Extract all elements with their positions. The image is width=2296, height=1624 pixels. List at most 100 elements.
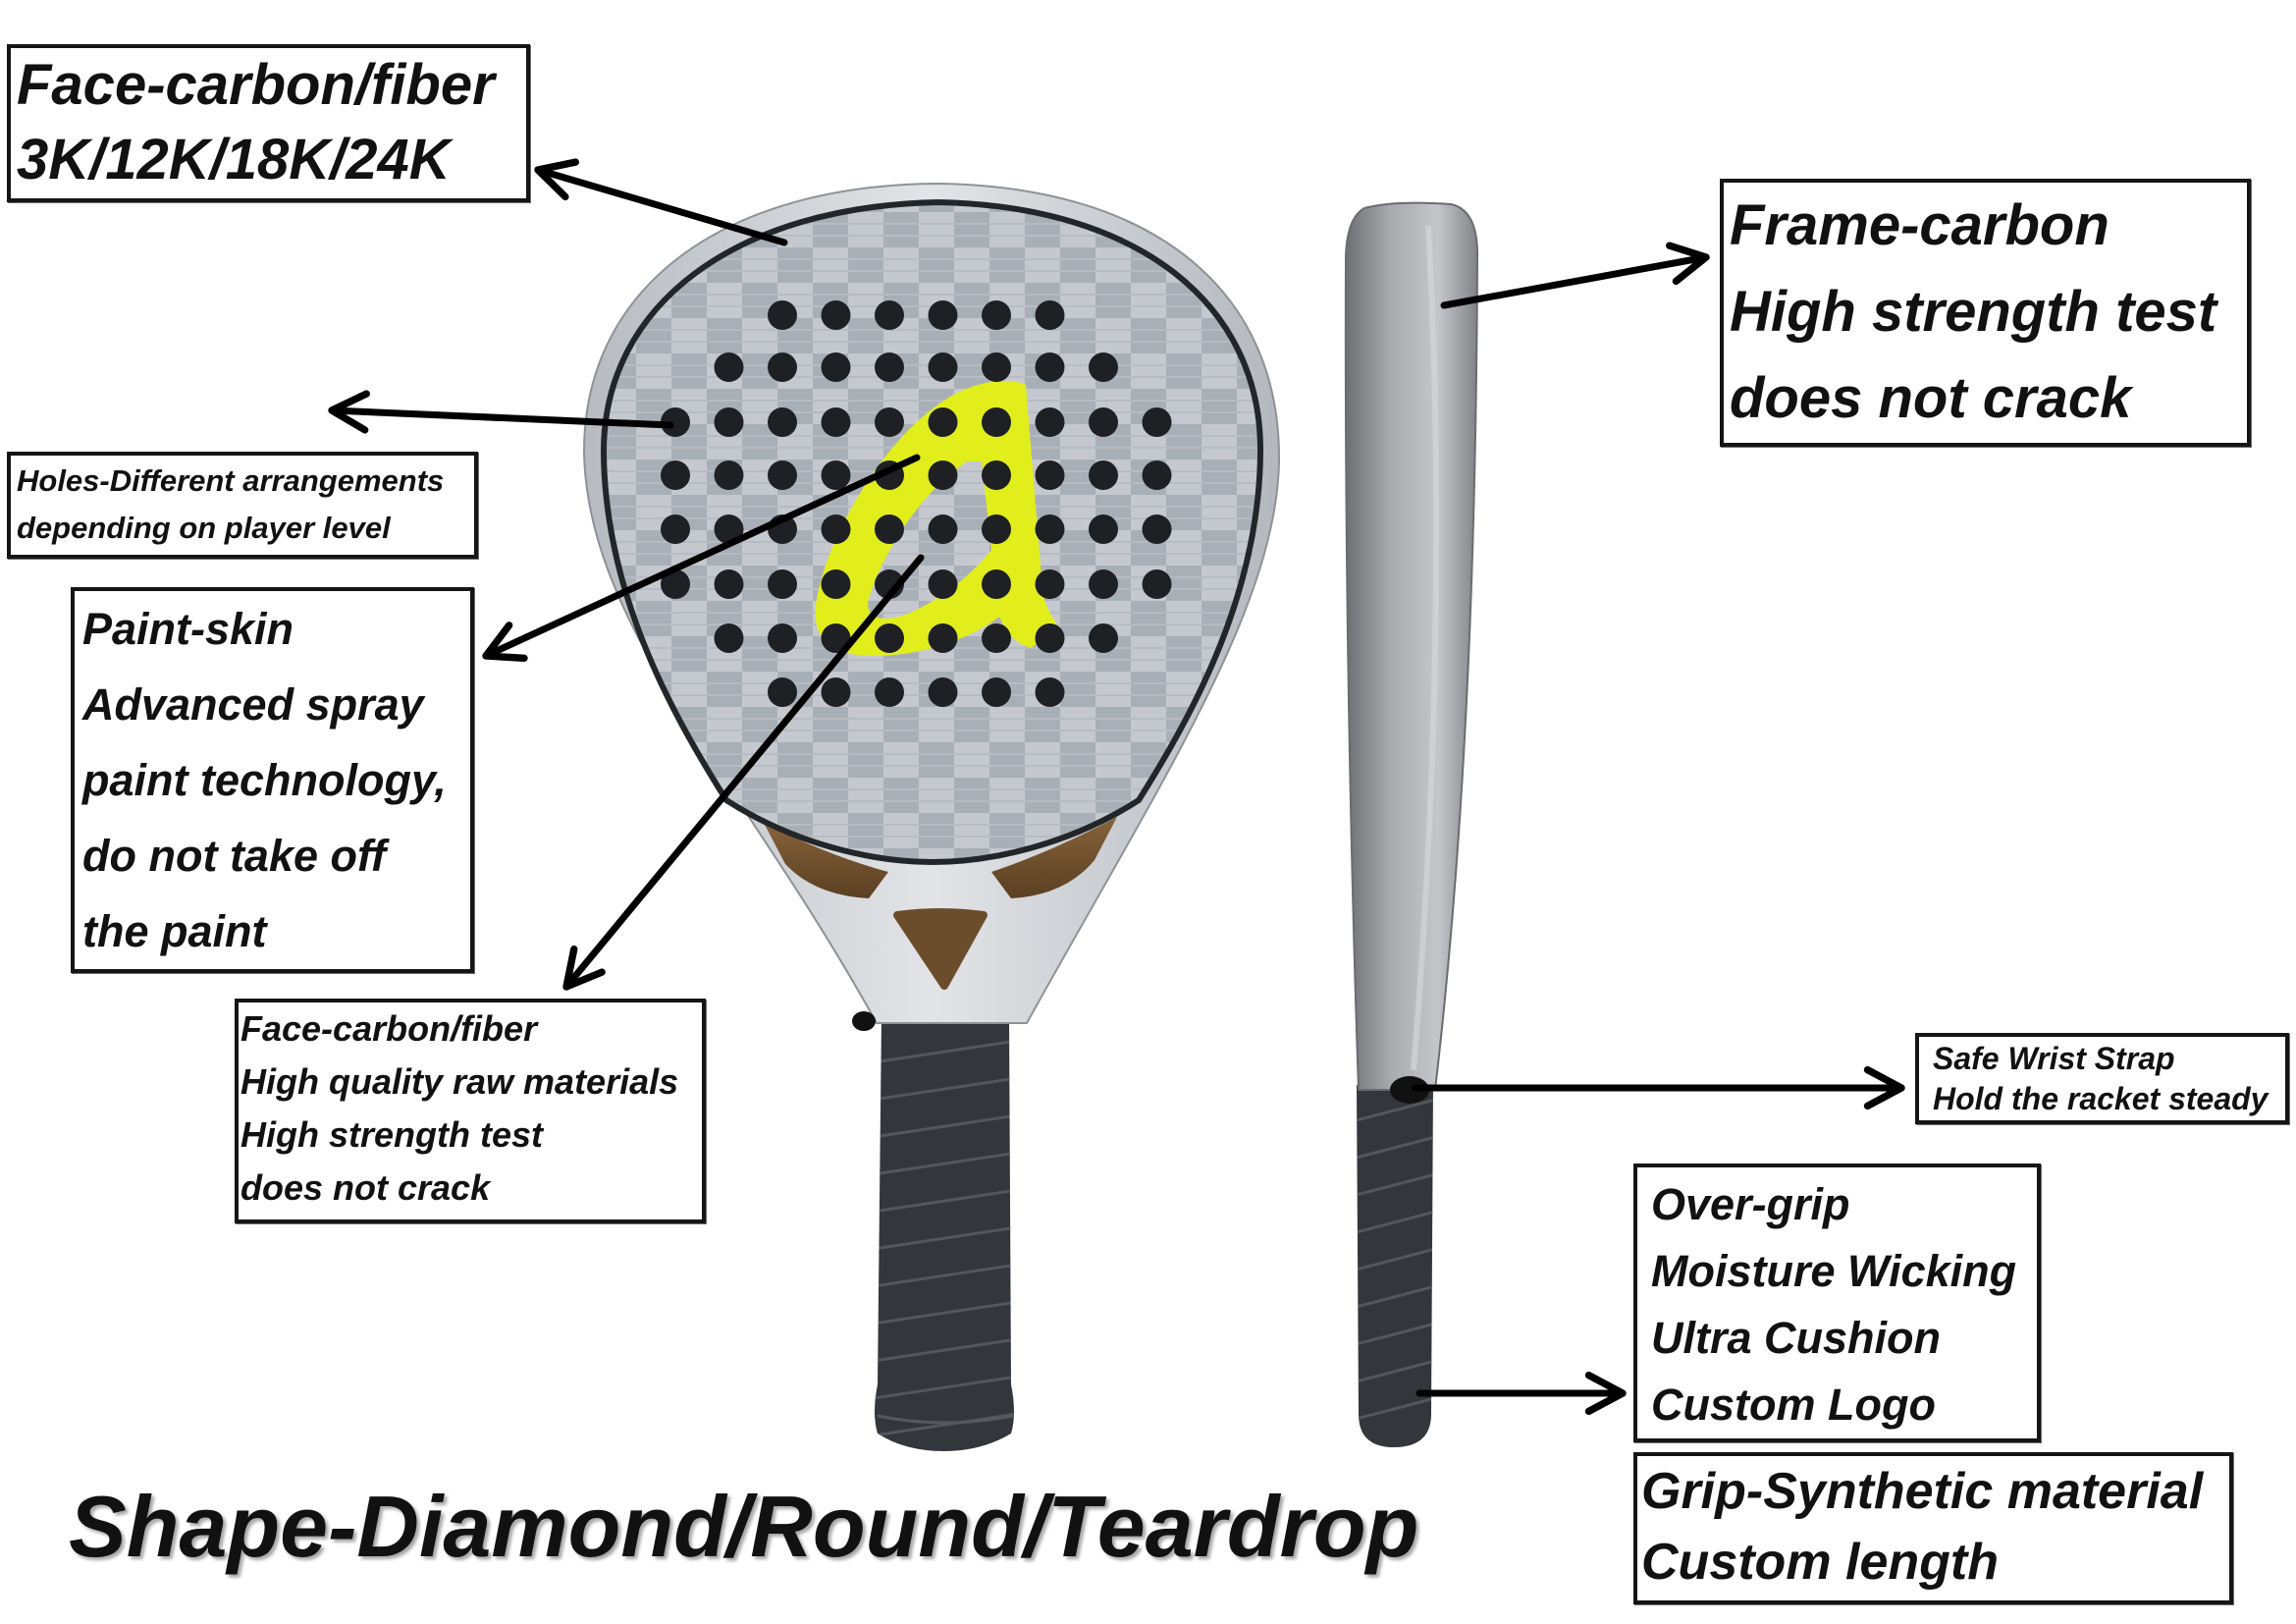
string-hole [661, 514, 690, 544]
string-hole [768, 677, 797, 707]
callout-line: Custom length [1641, 1534, 1999, 1591]
string-hole [982, 460, 1011, 490]
grip-butt-cap [877, 1414, 1014, 1425]
string-hole [1035, 623, 1065, 653]
string-hole [768, 460, 797, 490]
callout-line: does not crack [1730, 366, 2132, 430]
string-hole [714, 407, 744, 437]
racket-side-frame [1344, 201, 1479, 1091]
grip-wrap-line [875, 1151, 1014, 1176]
callout-line: Over-grip [1651, 1179, 1850, 1229]
string-hole [875, 623, 904, 653]
grip-wrap-line [1357, 1284, 1433, 1310]
string-hole [821, 623, 851, 653]
grip-wrap-line [875, 1039, 1014, 1064]
grip-wrap-line [875, 1300, 1014, 1326]
string-hole [928, 677, 958, 707]
string-hole [1089, 407, 1118, 437]
grip-wrap-line [875, 1263, 1014, 1288]
grip-wrap-line [1357, 1396, 1433, 1422]
string-hole [661, 569, 690, 599]
side-wrist-strap-knot [1390, 1076, 1429, 1104]
string-hole [928, 352, 958, 382]
callout-line: Custom Logo [1651, 1380, 1936, 1430]
callout-line: depending on player level [17, 511, 391, 545]
grip-wrap-line [875, 1113, 1014, 1139]
string-hole [821, 460, 851, 490]
string-hole [928, 407, 958, 437]
throat-opening-left [764, 823, 888, 898]
callout-line: Face-carbon/fiber [17, 53, 495, 117]
string-hole [714, 460, 744, 490]
arrow-to-frame [1440, 242, 1710, 309]
racket-handle [875, 1017, 1014, 1451]
string-hole [1035, 300, 1065, 330]
side-grip-wrap [1357, 1098, 1433, 1422]
string-hole [1089, 352, 1118, 382]
string-hole [1035, 677, 1065, 707]
string-hole [982, 407, 1011, 437]
callout-line: High strength test [240, 1114, 544, 1155]
string-holes [661, 300, 1172, 707]
grip-wrap-line [1357, 1359, 1433, 1384]
grip-wrap-line [1357, 1135, 1433, 1161]
string-hole [661, 460, 690, 490]
throat-opening-bottom [893, 908, 988, 990]
grip-wrap-line [875, 1337, 1014, 1363]
shape-caption: Shape-Diamond/Round/Teardrop [69, 1478, 1419, 1575]
string-hole [1142, 407, 1172, 437]
grip-wrap-line [875, 1225, 1014, 1251]
string-hole [982, 677, 1011, 707]
string-hole [928, 623, 958, 653]
string-hole [714, 569, 744, 599]
grip-wrap [875, 1039, 1014, 1437]
grip-wrap-line [875, 1375, 1014, 1400]
arrow-to-paint [482, 454, 921, 662]
grip-wrap-line [875, 1412, 1014, 1437]
callout-face-finish: Face-carbon/fiber 3K/12K/18K/24K [7, 44, 530, 202]
string-hole [1035, 569, 1065, 599]
string-hole [714, 514, 744, 544]
string-hole [1089, 514, 1118, 544]
callout-face-material: Face-carbon/fiber High quality raw mater… [235, 999, 706, 1223]
callout-grip: Grip-Synthetic material Custom length [1633, 1452, 2233, 1604]
string-hole [821, 407, 851, 437]
grip-wrap-line [1357, 1210, 1433, 1235]
string-hole [1089, 623, 1118, 653]
arrow-to-face-material [562, 554, 925, 991]
callout-line: Grip-Synthetic material [1641, 1463, 2204, 1520]
string-hole [821, 514, 851, 544]
string-hole [1142, 460, 1172, 490]
string-hole [982, 300, 1011, 330]
grip-wrap-line [875, 1188, 1014, 1214]
string-hole [821, 569, 851, 599]
callout-line: Face-carbon/fiber [240, 1008, 538, 1049]
string-hole [1035, 407, 1065, 437]
string-hole [928, 569, 958, 599]
string-hole [768, 352, 797, 382]
callout-line: Safe Wrist Strap [1933, 1041, 2175, 1076]
string-hole [821, 352, 851, 382]
callout-line: Paint-skin [82, 604, 294, 654]
string-hole [714, 623, 744, 653]
grip-wrap-line [1357, 1322, 1433, 1347]
string-hole [768, 407, 797, 437]
string-hole [768, 569, 797, 599]
callout-line: do not take off [82, 831, 387, 881]
string-hole [982, 352, 1011, 382]
callout-line: Hold the racket steady [1933, 1081, 2269, 1116]
string-hole [1089, 460, 1118, 490]
string-hole [1089, 569, 1118, 599]
callout-line: Holes-Different arrangements [17, 463, 445, 498]
string-hole [821, 677, 851, 707]
string-hole [1142, 569, 1172, 599]
racket-side [1344, 201, 1479, 1447]
string-hole [928, 514, 958, 544]
string-hole [928, 300, 958, 330]
string-hole [875, 677, 904, 707]
callout-line: the paint [82, 906, 267, 956]
callout-arrows [328, 158, 1905, 1416]
string-hole [661, 407, 690, 437]
callout-line: does not crack [240, 1167, 491, 1208]
